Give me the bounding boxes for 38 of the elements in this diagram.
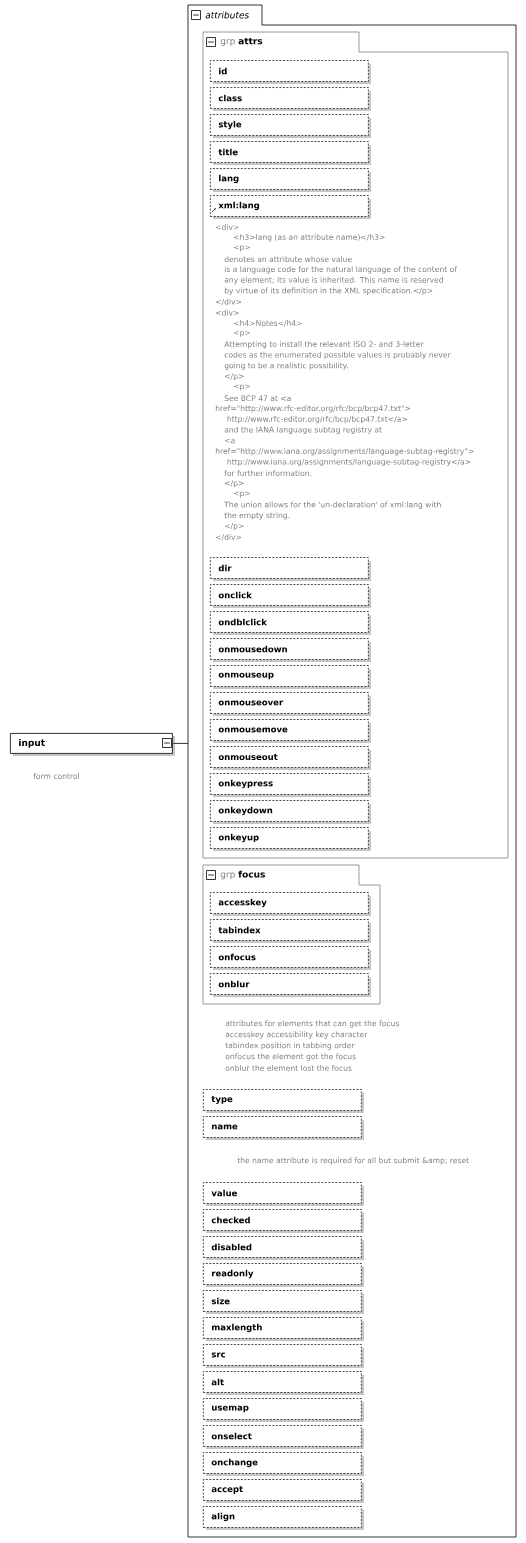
- attribute-box: checked: [203, 1209, 364, 1233]
- attribute-box: style: [210, 114, 371, 138]
- attribute-box: onmousedown: [210, 638, 371, 662]
- attribute-box: onmousemove: [210, 719, 371, 743]
- attribute-box: onmouseout: [210, 746, 371, 770]
- attribute-box: tabindex: [210, 919, 371, 943]
- attribute-box: class: [210, 87, 371, 111]
- attribute-box: dir: [210, 557, 371, 581]
- attribute-box: onchange: [203, 1452, 364, 1476]
- attribute-box: alt: [203, 1371, 364, 1395]
- attribute-box: name: [203, 1116, 364, 1140]
- attribute-box: onfocus: [210, 946, 371, 970]
- attribute-box: maxlength: [203, 1317, 364, 1341]
- attribute-box: id: [210, 60, 371, 84]
- attribute-box: onkeyup: [210, 827, 371, 851]
- element-box: input: [10, 733, 175, 756]
- attribute-box: ondblclick: [210, 611, 371, 635]
- attribute-box: onclick: [210, 584, 371, 608]
- connector-line: [172, 743, 189, 744]
- attribute-box: usemap: [203, 1398, 364, 1422]
- attribute-box: align: [203, 1506, 364, 1530]
- attribute-box: src: [203, 1344, 364, 1368]
- attribute-box: accept: [203, 1479, 364, 1503]
- attribute-box: onselect: [203, 1425, 364, 1449]
- attribute-box: size: [203, 1290, 364, 1314]
- attribute-box: onmouseover: [210, 692, 371, 716]
- attribute-box: title: [210, 141, 371, 165]
- attribute-box: readonly: [203, 1263, 364, 1287]
- attribute-box: value: [203, 1182, 364, 1206]
- attribute-box: xml:lang: [210, 195, 371, 219]
- attribute-box: onmouseup: [210, 665, 371, 689]
- attribute-box: onblur: [210, 973, 371, 997]
- attribute-box: onkeypress: [210, 773, 371, 797]
- attribute-box: type: [203, 1089, 364, 1113]
- attribute-box: disabled: [203, 1236, 364, 1260]
- attribute-box: onkeydown: [210, 800, 371, 824]
- attribute-box: lang: [210, 168, 371, 192]
- attribute-box: accesskey: [210, 892, 371, 916]
